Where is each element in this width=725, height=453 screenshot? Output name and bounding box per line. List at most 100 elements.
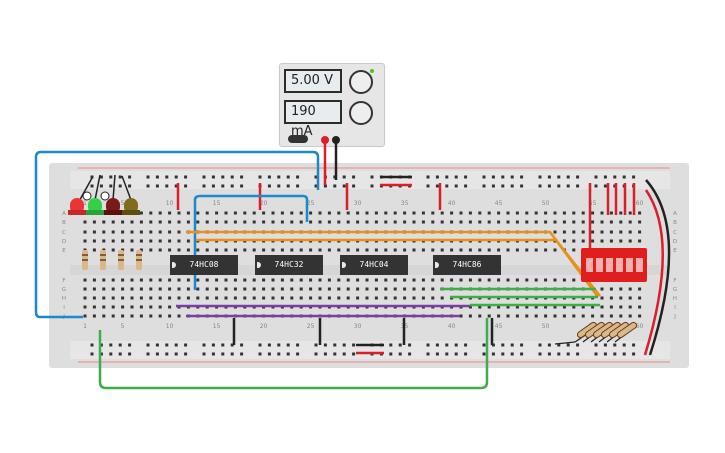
hole[interactable] [149,305,153,309]
hole[interactable] [158,314,162,318]
hole[interactable] [450,248,454,252]
hole[interactable] [280,287,284,291]
hole[interactable] [139,314,143,318]
hole[interactable] [92,287,96,291]
hole[interactable] [572,239,576,243]
hole[interactable] [111,305,115,309]
hole[interactable] [374,296,378,300]
hole[interactable] [562,230,566,234]
rail-hole[interactable] [464,175,468,179]
rail-hole[interactable] [333,352,337,356]
hole[interactable] [619,287,623,291]
rail-hole[interactable] [576,175,580,179]
hole[interactable] [243,248,247,252]
rail-hole[interactable] [594,175,598,179]
hole[interactable] [92,220,96,224]
rail-hole[interactable] [613,343,617,347]
rail-hole[interactable] [230,175,234,179]
rail-hole[interactable] [221,352,225,356]
rail-wire-red[interactable] [643,189,664,356]
hole[interactable] [440,296,444,300]
hole[interactable] [92,314,96,318]
hole[interactable] [628,220,632,224]
hole[interactable] [572,305,576,309]
hole[interactable] [384,278,388,282]
hole[interactable] [572,230,576,234]
rail-hole[interactable] [520,175,524,179]
hole[interactable] [403,211,407,215]
hole[interactable] [619,314,623,318]
hole[interactable] [318,248,322,252]
rail-hole[interactable] [632,352,636,356]
rail-hole[interactable] [547,343,551,347]
hole[interactable] [468,211,472,215]
hole[interactable] [205,296,209,300]
hole[interactable] [562,220,566,224]
rail-hole[interactable] [146,184,150,188]
hole[interactable] [318,296,322,300]
rail-hole[interactable] [342,175,346,179]
rail-hole[interactable] [435,175,439,179]
hole[interactable] [365,220,369,224]
chip-74hc32[interactable]: 74HC32 [255,255,323,275]
rail-hole[interactable] [520,343,524,347]
rail-hole[interactable] [333,343,337,347]
rail-hole[interactable] [314,343,318,347]
hole[interactable] [515,211,519,215]
hole[interactable] [412,220,416,224]
hole[interactable] [591,305,595,309]
hole[interactable] [534,278,538,282]
hole[interactable] [224,296,228,300]
rail-hole[interactable] [211,343,215,347]
hole[interactable] [600,220,604,224]
hole[interactable] [280,296,284,300]
hole[interactable] [628,287,632,291]
hole[interactable] [205,211,209,215]
hole[interactable] [186,248,190,252]
rail-hole[interactable] [333,184,337,188]
hole[interactable] [149,220,153,224]
hole[interactable] [515,314,519,318]
hole[interactable] [440,220,444,224]
hole[interactable] [121,230,125,234]
hole[interactable] [327,287,331,291]
hole[interactable] [600,296,604,300]
rail-hole[interactable] [286,175,290,179]
rail-hole[interactable] [99,175,103,179]
hole[interactable] [609,239,613,243]
hole[interactable] [553,230,557,234]
hole[interactable] [177,287,181,291]
hole[interactable] [544,248,548,252]
hole[interactable] [130,296,134,300]
rail-hole[interactable] [109,175,113,179]
rail-hole[interactable] [118,343,122,347]
hole[interactable] [252,211,256,215]
hole[interactable] [628,296,632,300]
hole[interactable] [224,211,228,215]
hole[interactable] [92,305,96,309]
rail-hole[interactable] [445,343,449,347]
hole[interactable] [327,296,331,300]
hole[interactable] [262,296,266,300]
rail-hole[interactable] [603,184,607,188]
hole[interactable] [544,220,548,224]
hole[interactable] [619,305,623,309]
hole[interactable] [111,230,115,234]
wire-blue-1[interactable] [34,150,320,319]
rail-hole[interactable] [230,352,234,356]
hole[interactable] [177,239,181,243]
hole[interactable] [478,305,482,309]
rail-hole[interactable] [342,184,346,188]
hole[interactable] [421,211,425,215]
rail-hole[interactable] [165,352,169,356]
hole[interactable] [252,296,256,300]
rail-hole[interactable] [501,352,505,356]
hole[interactable] [384,287,388,291]
hole[interactable] [440,248,444,252]
hole[interactable] [262,211,266,215]
rail-hole[interactable] [109,352,113,356]
hole[interactable] [346,220,350,224]
rail-hole[interactable] [426,343,430,347]
hole[interactable] [412,278,416,282]
rail-hole[interactable] [286,184,290,188]
